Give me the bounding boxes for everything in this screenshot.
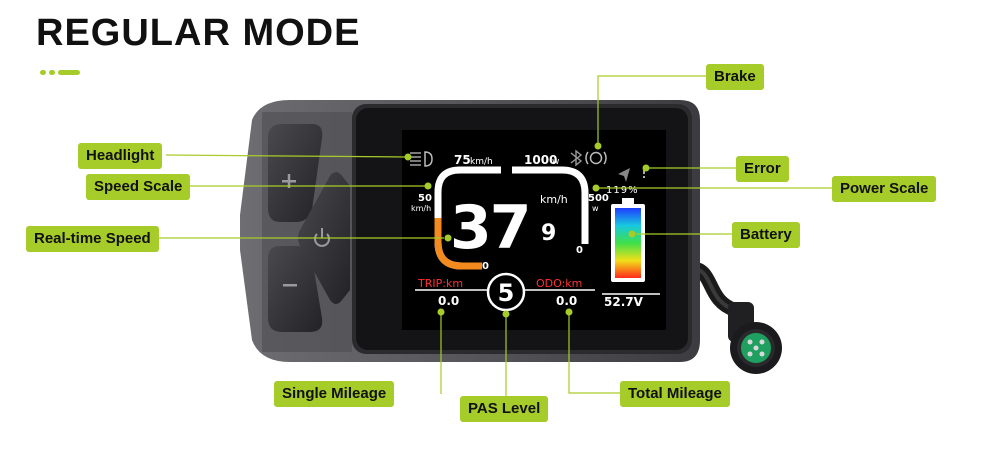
- speed-decimal: 9: [541, 221, 556, 246]
- label-speed-scale: Speed Scale: [86, 174, 191, 200]
- pas-level-value: 5: [498, 279, 515, 307]
- plus-icon: [282, 174, 296, 188]
- speed-unit: km/h: [540, 193, 568, 206]
- speed-mid-value: 50: [418, 193, 432, 204]
- speed-arc-fill: [434, 218, 482, 270]
- power-max-value: 1000: [524, 153, 557, 167]
- page-title: REGULAR MODE: [36, 12, 361, 54]
- label-brake: Brake: [706, 64, 764, 90]
- label-realtime-speed: Real-time Speed: [26, 226, 159, 252]
- power-arc: [512, 166, 589, 244]
- minus-icon: [283, 284, 297, 287]
- label-single-mileage: Single Mileage: [274, 381, 395, 407]
- brake-icon: [585, 151, 607, 165]
- decor-dot-1: [40, 70, 46, 75]
- power-zero: 0: [576, 245, 583, 256]
- navigation-icon: [618, 168, 630, 182]
- plus-button[interactable]: [268, 124, 323, 222]
- trip-label: TRIP:km: [417, 277, 463, 290]
- speed-max-unit: km/h: [470, 157, 493, 167]
- label-battery: Battery: [732, 222, 800, 248]
- voltage-value: 52.7V: [604, 295, 644, 309]
- trip-value: 0.0: [438, 294, 459, 308]
- leader-dots: [404, 142, 650, 318]
- bluetooth-icon: [570, 149, 583, 167]
- power-max-unit: w: [552, 157, 559, 167]
- decor-dot-2: [49, 70, 55, 75]
- connector: [728, 302, 782, 374]
- power-mid-value: 500: [588, 193, 609, 204]
- odo-label: ODO:km: [536, 277, 582, 290]
- power-percent: 119%: [606, 185, 639, 196]
- label-power-scale: Power Scale: [832, 176, 937, 202]
- speed-zero: 0: [482, 261, 489, 272]
- power-mid-unit: w: [592, 204, 599, 213]
- pas-circle: [486, 272, 526, 312]
- headlight-icon: [410, 151, 433, 167]
- speed-max-value: 75: [454, 153, 471, 167]
- battery-icon: [611, 198, 645, 282]
- speed-integer: 37: [450, 193, 530, 263]
- label-error: Error: [736, 156, 789, 182]
- label-headlight: Headlight: [78, 143, 163, 169]
- label-total-mileage: Total Mileage: [620, 381, 730, 407]
- label-pas-level: PAS Level: [460, 396, 549, 422]
- speed-mid-unit: km/h: [411, 204, 431, 213]
- decor-bar: [58, 70, 80, 75]
- odo-value: 0.0: [556, 294, 577, 308]
- minus-button[interactable]: [268, 246, 323, 332]
- leader-lines: [152, 75, 838, 398]
